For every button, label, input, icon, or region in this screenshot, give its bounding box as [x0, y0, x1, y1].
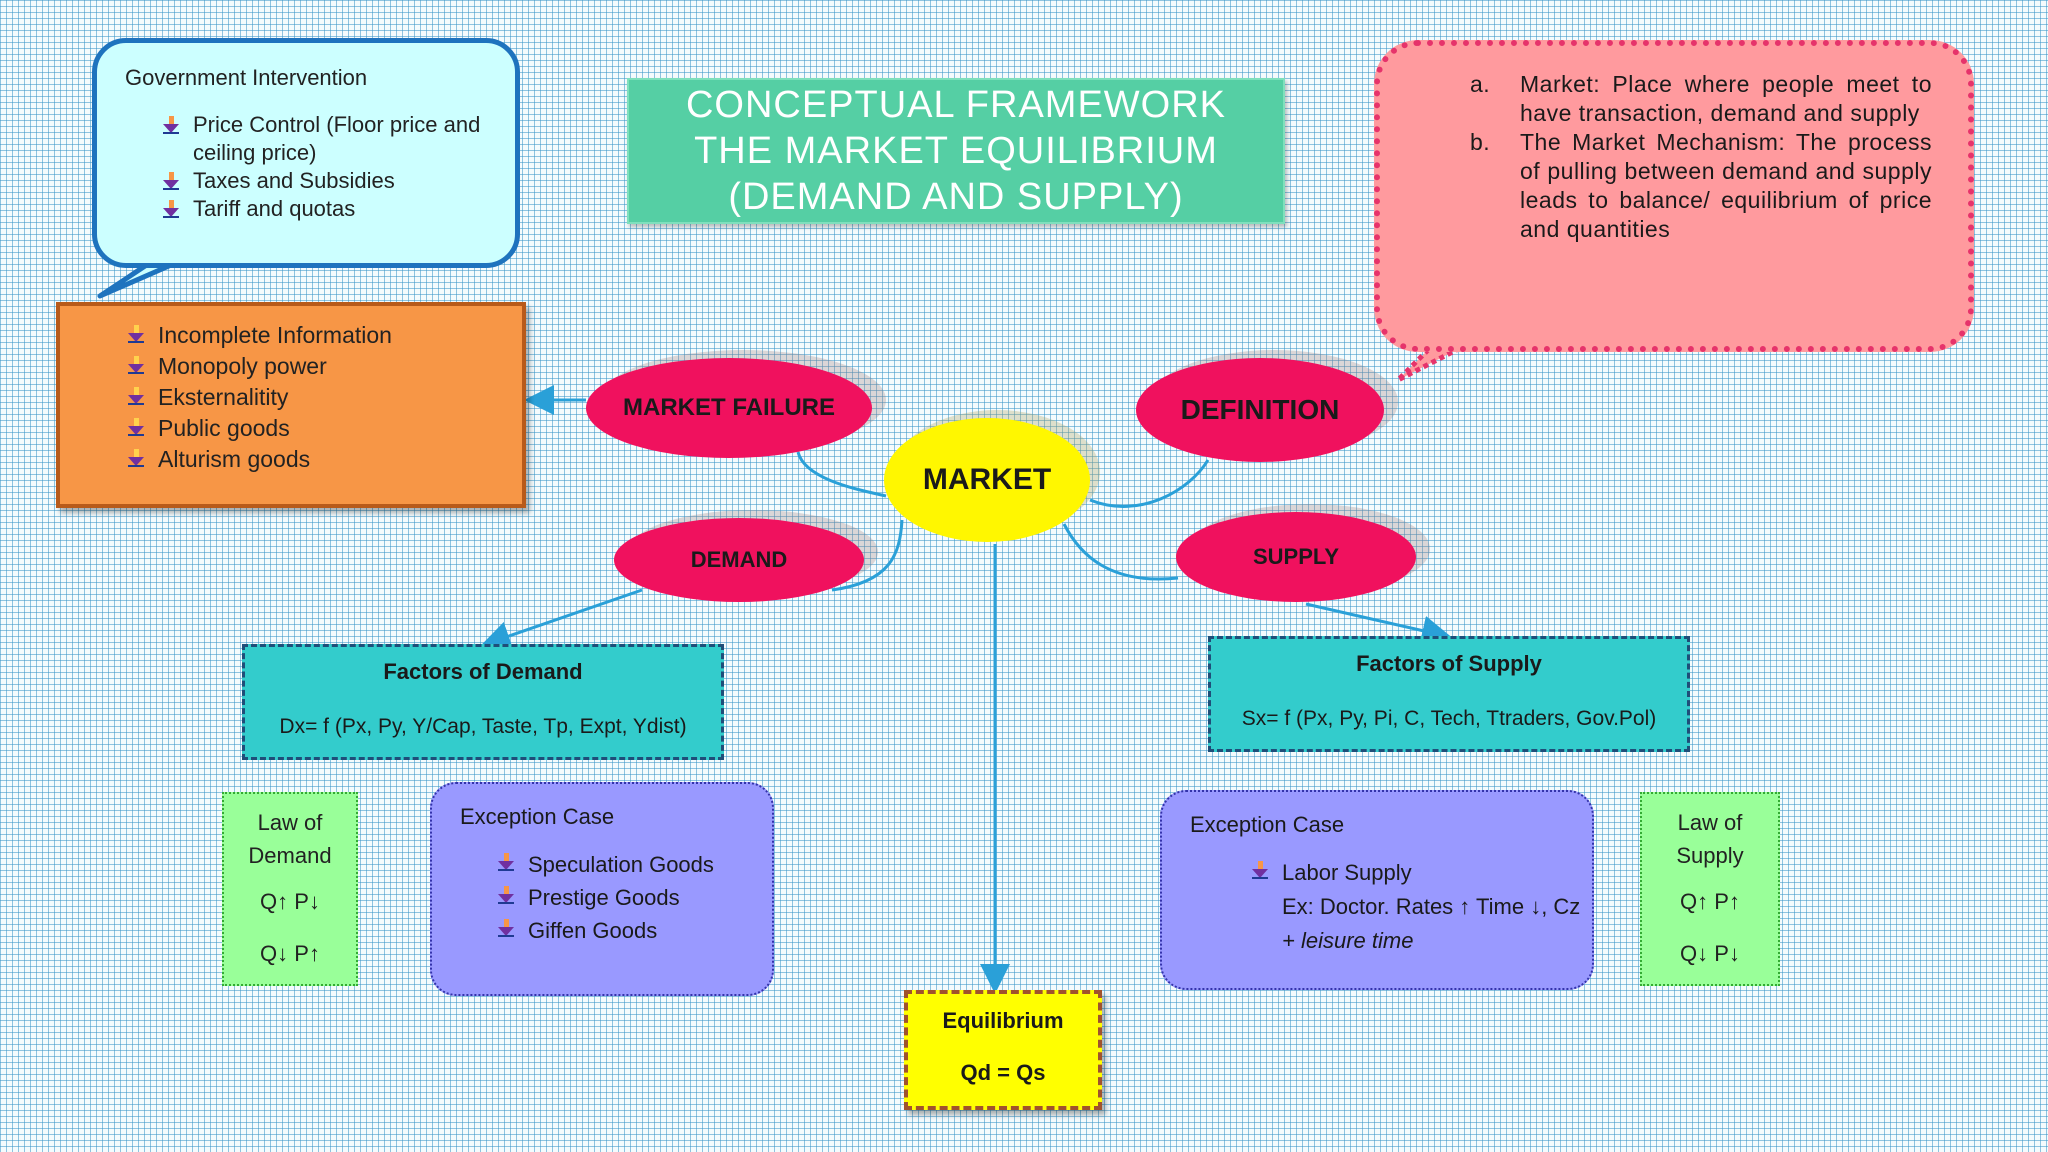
- arrow-bullet-icon: [128, 387, 144, 405]
- law-of-demand-box: Law of Demand Q↑ P↓ Q↓ P↑: [222, 792, 358, 986]
- supply-exception-example: Ex: Doctor. Rates ↑ Time ↓, Cz: [1282, 894, 1581, 919]
- law-of-supply-box: Law of Supply Q↑ P↑ Q↓ P↓: [1640, 792, 1780, 986]
- law-demand-rule1: Q↑ P↓: [260, 889, 320, 914]
- law-supply-rule1: Q↑ P↑: [1680, 889, 1740, 914]
- factors-supply-heading: Factors of Supply: [1356, 651, 1542, 676]
- arrow-bullet-icon: [498, 853, 514, 871]
- arrow-bullet-icon: [128, 418, 144, 436]
- arrow-bullet-icon: [498, 919, 514, 937]
- list-item: Labor Supply: [1250, 856, 1592, 890]
- gov-heading: Government Intervention: [125, 65, 368, 90]
- arrow-supply-to-factors: [1305, 602, 1452, 646]
- node-definition: DEFINITION: [1136, 358, 1384, 462]
- demand-exception-item: Prestige Goods: [528, 885, 680, 910]
- failure-list: Incomplete Information Monopoly power Ek…: [126, 320, 522, 475]
- law-supply-title: Law of Supply: [1676, 806, 1743, 872]
- demand-exception-item: Speculation Goods: [528, 852, 714, 877]
- list-item: Prestige Goods: [496, 881, 772, 914]
- failure-item-text: Incomplete Information: [158, 322, 392, 348]
- arrow-bullet-icon: [128, 325, 144, 343]
- title-line-1: CONCEPTUAL FRAMEWORK: [685, 84, 1227, 126]
- page-title: CONCEPTUAL FRAMEWORK THE MARKET EQUILIBR…: [627, 78, 1285, 224]
- gov-callout-tail: [97, 259, 179, 299]
- title-line-3: (DEMAND AND SUPPLY): [728, 176, 1184, 218]
- definition-text: Market: Place where people meet to have …: [1520, 71, 1932, 126]
- node-demand: DEMAND: [614, 518, 864, 602]
- arrow-bullet-icon: [163, 116, 179, 134]
- demand-exception-heading: Exception Case: [460, 804, 615, 829]
- demand-exception-item: Giffen Goods: [528, 918, 658, 943]
- connector-market-failure: [796, 451, 887, 498]
- gov-item-text: Taxes and Subsidies: [193, 168, 395, 193]
- definition-text: The Market Mechanism: The process of pul…: [1520, 129, 1932, 242]
- law-demand-line1: Law of: [257, 810, 323, 835]
- connector-market-definition: [1089, 459, 1210, 508]
- supply-exception-list: Labor Supply: [1190, 856, 1592, 890]
- arrow-bullet-icon: [163, 200, 179, 218]
- equilibrium-formula: Qd = Qs: [960, 1060, 1046, 1085]
- connector-market-supply: [1062, 523, 1179, 581]
- factors-supply-formula: Sx= f (Px, Py, Pi, C, Tech, Ttraders, Go…: [1241, 707, 1657, 730]
- definition-callout: a. Market: Place where people meet to ha…: [1374, 40, 1974, 352]
- failure-item-text: Eksternalitity: [158, 384, 289, 410]
- supply-exception-heading: Exception Case: [1190, 812, 1345, 837]
- list-item: Giffen Goods: [496, 914, 772, 947]
- list-item: Tariff and quotas: [161, 195, 493, 223]
- gov-item-text: Price Control (Floor price and ceiling p…: [193, 112, 481, 165]
- definition-item: b. The Market Mechanism: The process of …: [1470, 128, 1932, 244]
- list-item: Speculation Goods: [496, 848, 772, 881]
- government-intervention-callout: Government Intervention Price Control (F…: [92, 38, 520, 268]
- definition-marker: b.: [1470, 129, 1491, 155]
- law-supply-line2: Supply: [1676, 843, 1744, 868]
- market-failure-causes: Incomplete Information Monopoly power Ek…: [56, 302, 526, 508]
- arrow-bullet-icon: [1252, 861, 1268, 879]
- demand-exception-box: Exception Case Speculation Goods Prestig…: [430, 782, 774, 996]
- list-item: Alturism goods: [126, 444, 522, 475]
- arrow-bullet-icon: [163, 172, 179, 190]
- list-item: Monopoly power: [126, 351, 522, 382]
- factors-demand-formula: Dx= f (Px, Py, Y/Cap, Taste, Tp, Expt, Y…: [279, 715, 687, 738]
- law-demand-line2: Demand: [248, 843, 332, 868]
- supply-exception-box: Exception Case Labor Supply Ex: Doctor. …: [1160, 790, 1594, 990]
- arrow-bullet-icon: [128, 449, 144, 467]
- supply-exception-item: Labor Supply: [1282, 860, 1412, 885]
- list-item: Public goods: [126, 413, 522, 444]
- node-market: MARKET: [884, 418, 1090, 542]
- list-item: Incomplete Information: [126, 320, 522, 351]
- factors-of-demand-box: Factors of Demand Dx= f (Px, Py, Y/Cap, …: [242, 644, 724, 760]
- supply-exception-leisure: + leisure time: [1282, 928, 1414, 953]
- law-supply-line1: Law of: [1677, 810, 1743, 835]
- connector-market-demand: [831, 519, 904, 592]
- definition-marker: a.: [1470, 71, 1491, 97]
- law-demand-title: Law of Demand: [248, 806, 331, 872]
- failure-item-text: Monopoly power: [158, 353, 327, 379]
- arrow-demand-to-factors: [480, 588, 643, 651]
- list-item: Eksternalitity: [126, 382, 522, 413]
- arrow-bullet-icon: [498, 886, 514, 904]
- equilibrium-heading: Equilibrium: [942, 1008, 1064, 1033]
- node-market-failure: MARKET FAILURE: [586, 358, 872, 458]
- gov-item-text: Tariff and quotas: [193, 196, 356, 221]
- definition-callout-tail: [1396, 341, 1470, 383]
- gov-list: Price Control (Floor price and ceiling p…: [125, 111, 493, 223]
- definition-item: a. Market: Place where people meet to ha…: [1470, 70, 1932, 128]
- law-demand-rule2: Q↓ P↑: [260, 941, 320, 966]
- arrow-bullet-icon: [128, 356, 144, 374]
- demand-exception-list: Speculation Goods Prestige Goods Giffen …: [460, 848, 772, 947]
- law-supply-rule2: Q↓ P↓: [1680, 941, 1740, 966]
- factors-of-supply-box: Factors of Supply Sx= f (Px, Py, Pi, C, …: [1208, 636, 1690, 752]
- list-item: Price Control (Floor price and ceiling p…: [161, 111, 493, 167]
- list-item: Taxes and Subsidies: [161, 167, 493, 195]
- equilibrium-box: Equilibrium Qd = Qs: [904, 990, 1102, 1110]
- title-line-2: THE MARKET EQUILIBRIUM: [694, 130, 1218, 172]
- factors-demand-heading: Factors of Demand: [383, 659, 583, 684]
- failure-item-text: Alturism goods: [158, 446, 311, 472]
- node-supply: SUPPLY: [1176, 512, 1416, 602]
- failure-item-text: Public goods: [158, 415, 290, 441]
